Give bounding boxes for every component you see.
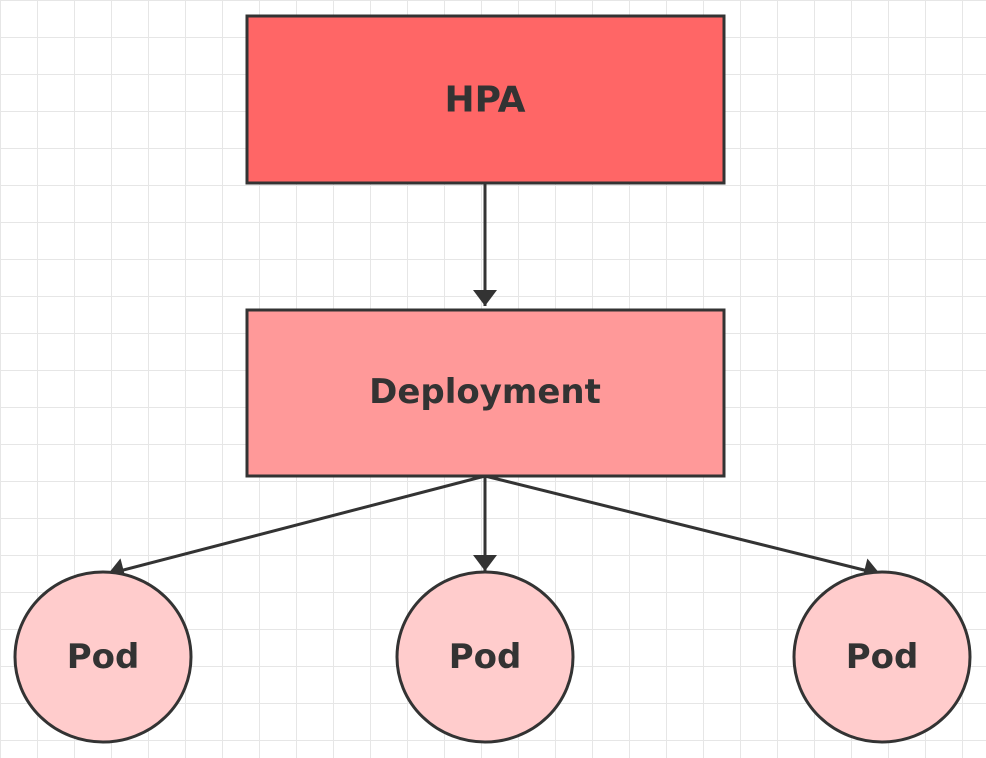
- edges: [107, 183, 881, 582]
- pod-node-1[interactable]: Pod: [13, 570, 193, 744]
- pod-node-2[interactable]: Pod: [395, 570, 575, 744]
- deployment-node[interactable]: Deployment: [245, 308, 726, 478]
- pod-label-2: Pod: [449, 637, 522, 677]
- edge-deployment-to-pod-3: [484, 474, 881, 582]
- hpa-label: HPA: [444, 80, 525, 121]
- edge-deployment-to-pod-1: [107, 474, 486, 582]
- pod-label-1: Pod: [67, 637, 140, 677]
- pod-label-3: Pod: [846, 637, 919, 677]
- pod-node-3[interactable]: Pod: [792, 570, 972, 744]
- pod-circle-3: [792, 570, 972, 744]
- pod-circle-2: [395, 570, 575, 744]
- pod-circle-1: [13, 570, 193, 744]
- hpa-node[interactable]: HPA: [245, 14, 726, 185]
- hpa-box: [245, 14, 726, 185]
- deployment-box: [245, 308, 726, 478]
- deployment-label: Deployment: [369, 372, 601, 412]
